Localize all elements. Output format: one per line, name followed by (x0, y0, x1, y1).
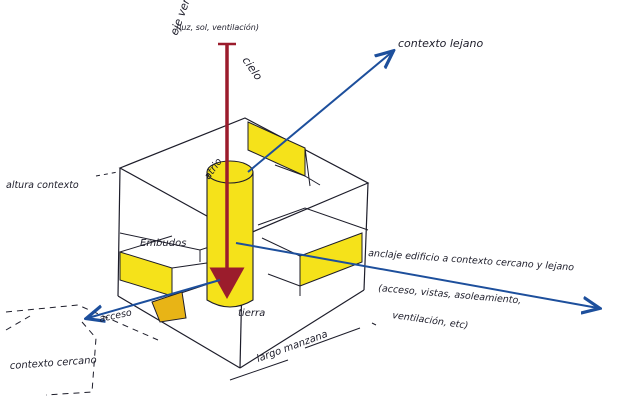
cube-bottom-left (117, 295, 241, 369)
arrow-contexto-lejano (247, 52, 392, 173)
inner-cut-right (257, 207, 369, 231)
front-lower-yellow (151, 291, 187, 323)
context-outline-front (5, 315, 97, 396)
context-outline (5, 304, 159, 341)
arrow-anclaje (235, 242, 598, 308)
funnel-right-lines (261, 237, 301, 296)
label-eje-vertical-sub: (luz, sol, ventilación) (176, 22, 259, 32)
label-anclaje: anclaje edificio a contexto cercano y le… (368, 248, 575, 273)
label-largo-manzana: largo manzana (255, 329, 329, 365)
cube-bottom-right (239, 289, 365, 369)
height-context-dashed (95, 171, 119, 177)
atrium-top-ellipse (206, 160, 254, 184)
label-tierra: tierra (238, 308, 265, 319)
label-cielo: cielo (240, 54, 266, 83)
label-anclaje-sub2: ventilación, etc) (392, 310, 469, 332)
label-acceso: acceso (98, 307, 133, 325)
label-contexto-lejano: contexto lejano (398, 37, 483, 50)
label-embudos: Embudos (140, 238, 186, 249)
label-contexto-cercano: contexto cercano (9, 355, 97, 372)
label-altura-contexto: altura contexto (6, 180, 79, 191)
atrium-cylinder (206, 171, 254, 308)
cube-left-edge (117, 167, 121, 297)
long-block-dashed (229, 322, 377, 381)
arrow-acceso (88, 279, 221, 318)
label-anclaje-sub1: (acceso, vistas, asoleamiento, (378, 283, 522, 306)
funnel-left-yellow (119, 251, 173, 297)
top-notch-lines (274, 147, 321, 187)
cube-right-edge (363, 182, 369, 291)
